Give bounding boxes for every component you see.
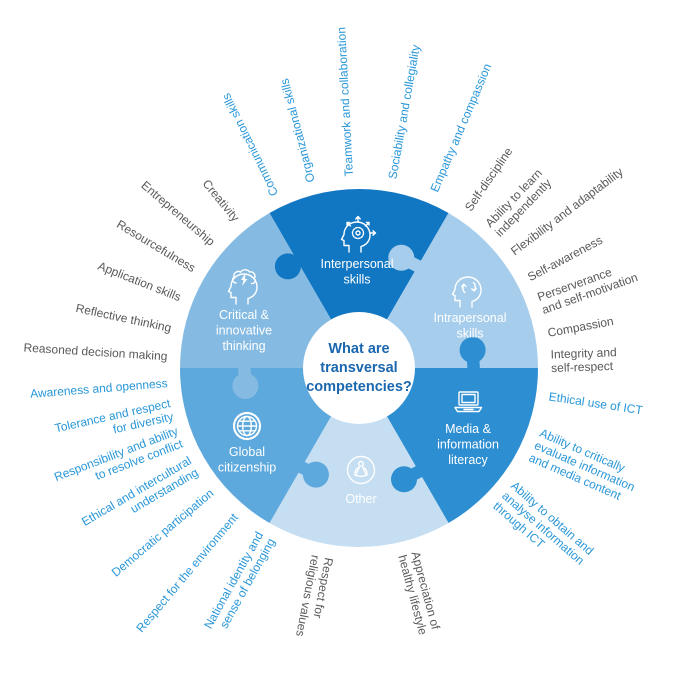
puzzle-knob xyxy=(391,466,417,493)
spoke-label: Ability to obtain andanalyse information… xyxy=(490,479,596,579)
arrow-up-right xyxy=(364,221,370,227)
refresh-arrow-top xyxy=(471,281,477,292)
meditation-icon xyxy=(346,455,376,485)
arrow-up xyxy=(355,215,361,223)
segment-global-citizenship xyxy=(180,368,359,523)
spoke-label: Sociability and collegiality xyxy=(385,44,422,180)
segment-critical-innovative-thinking xyxy=(180,213,359,368)
spoke-label: Ethical use of ICT xyxy=(548,389,644,417)
spoke-label: Communication skills xyxy=(219,91,281,198)
laptop-base xyxy=(454,406,483,413)
spoke-label: Awareness and openness xyxy=(30,376,169,401)
gear-hub xyxy=(355,230,361,236)
head-outline xyxy=(227,273,258,305)
segment-other xyxy=(269,368,449,547)
arrow-right xyxy=(369,230,377,236)
head-outline xyxy=(451,276,482,308)
center-title-line-3: competencies? xyxy=(306,378,412,395)
spoke-label: Application skills xyxy=(96,259,183,304)
spoke-label: Reflective thinking xyxy=(74,301,172,335)
spoke-label: Compassion xyxy=(547,314,615,340)
puzzle-knob xyxy=(274,253,301,280)
lightning-bolt xyxy=(241,273,248,286)
meditation-head xyxy=(358,460,364,467)
gear xyxy=(351,226,365,240)
center-title-line-2: transversal xyxy=(320,359,398,376)
laptop-icon xyxy=(454,391,483,413)
spoke-label: Organizational skills xyxy=(277,77,317,184)
spoke-label: Appreciation ofhealthy lifestyle xyxy=(395,550,443,637)
laptop-screen-inner xyxy=(461,393,476,404)
puzzle-knob xyxy=(459,337,486,363)
globe-parallels xyxy=(236,420,258,432)
gear-edge xyxy=(232,411,262,441)
spoke-label: Integrity andself-respect xyxy=(550,345,617,375)
segment-label-other: Other xyxy=(345,492,376,506)
head-outline xyxy=(340,221,371,253)
center-title-line-1: What are xyxy=(328,340,390,357)
spoke-label: Teamwork and collaboration xyxy=(334,27,356,177)
head-gear-arrows-icon xyxy=(340,215,377,253)
segment-interpersonal-skills xyxy=(269,189,449,368)
spoke-label: Ability to criticallyevaluate informatio… xyxy=(527,426,642,507)
head-lightning-icon xyxy=(227,269,258,305)
arrow-up-left xyxy=(346,221,352,227)
refresh-arrow-bottom xyxy=(461,283,467,294)
puzzle-knob xyxy=(302,461,329,488)
center-circle: What are transversal competencies? xyxy=(303,312,415,424)
puzzle-knob xyxy=(388,244,415,271)
laptop-screen xyxy=(458,391,479,406)
head-refresh-icon xyxy=(451,276,482,308)
meditation-legs xyxy=(353,474,369,478)
meditation-body xyxy=(354,466,368,476)
puzzle-knob xyxy=(232,373,259,399)
globe-gear-icon xyxy=(232,411,262,441)
spoke-label: Respect forreligious values xyxy=(293,554,336,640)
spoke-label: Reasoned decision making xyxy=(23,341,168,364)
cloud xyxy=(231,269,256,285)
spoke-label: Creativity xyxy=(200,177,243,224)
segment-intrapersonal-skills xyxy=(359,213,538,368)
segment-media-information-literacy xyxy=(359,368,538,523)
meditation-ring xyxy=(346,455,376,485)
